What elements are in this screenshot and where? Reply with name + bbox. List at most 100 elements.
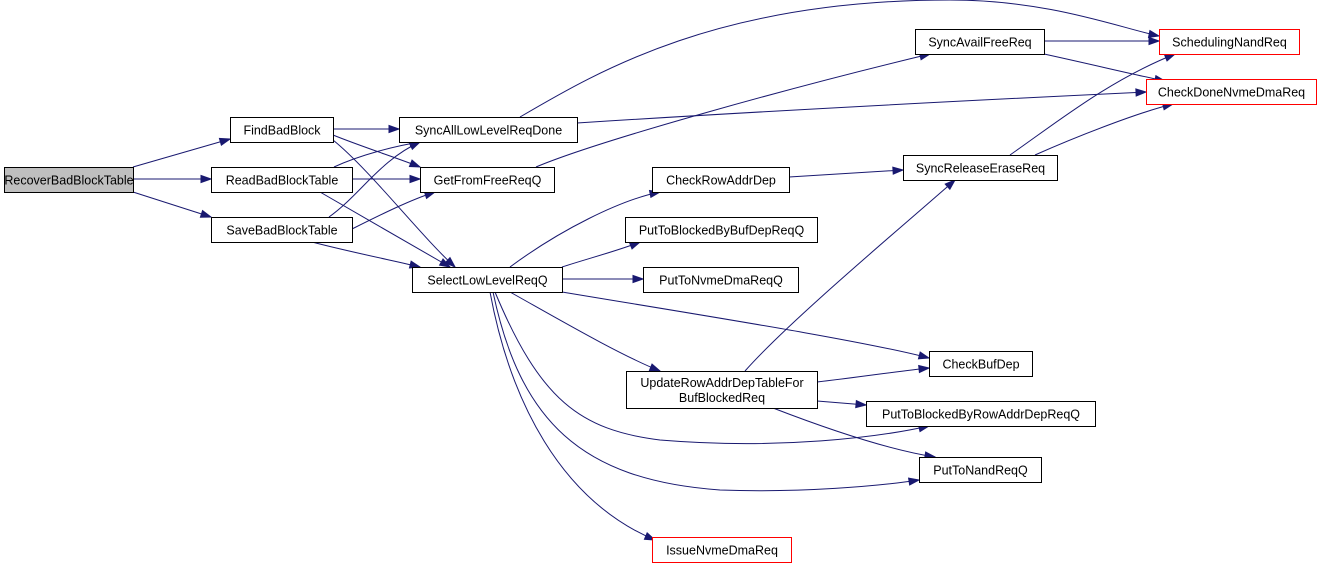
edge-selectlow-to-putnvme [562,274,645,284]
edge-line [328,141,421,218]
edge-arrowhead [1148,36,1161,46]
node-box[interactable] [420,167,555,193]
node-label: UpdateRowAddrDepTableFor [640,376,803,390]
edge-line [576,91,1147,124]
edge-savebad-to-getfree [351,191,437,230]
edge-selectlow-to-updaterow [509,291,662,372]
node-label: PutToNvmeDmaReqQ [659,274,783,288]
node-scheduling[interactable]: SchedulingNandReq [1159,29,1300,55]
node-box[interactable] [903,155,1058,181]
node-label: PutToBlockedByBufDepReqQ [639,224,805,238]
node-box[interactable] [626,371,818,409]
node-box[interactable] [1159,29,1300,55]
edge-line [311,241,421,268]
node-box[interactable] [919,457,1042,483]
node-putrowaddr[interactable]: PutToBlockedByRowAddrDepReqQ [866,401,1096,427]
node-label: PutToBlockedByRowAddrDepReqQ [882,408,1080,422]
edge-line [492,291,920,492]
edge-arrowhead [408,159,422,168]
node-box[interactable] [399,117,578,143]
node-checkbuf[interactable]: CheckBufDep [929,351,1033,377]
node-label: GetFromFreeReqQ [434,174,542,188]
node-syncavail[interactable]: SyncAvailFreeReq [915,29,1045,55]
node-syncrelease[interactable]: SyncReleaseEraseReq [903,155,1058,181]
node-checkdone[interactable]: CheckDoneNvmeDmaReq [1146,79,1317,105]
edge-line [332,139,456,268]
node-readbad[interactable]: ReadBadBlockTable [211,167,353,193]
node-box[interactable] [866,401,1096,427]
edge-line [561,241,641,268]
node-box[interactable] [1146,79,1317,105]
edge-readbad-to-getfree [352,174,422,184]
node-putbuf[interactable]: PutToBlockedByBufDepReqQ [625,217,818,243]
edge-line [489,291,656,541]
edge-arrowhead [199,209,213,218]
edge-line [132,138,231,168]
node-checkrow[interactable]: CheckRowAddrDep [652,167,790,193]
edge-line [744,179,956,372]
edge-arrowhead [918,364,931,374]
edge-readbad-to-selectlow [319,191,452,268]
node-savebad[interactable]: SaveBadBlockTable [211,217,353,243]
node-label: PutToNandReqQ [933,464,1028,478]
edge-line [1034,103,1174,156]
node-box[interactable] [4,167,134,193]
node-box[interactable] [652,537,792,563]
node-findbad[interactable]: FindBadBlock [230,117,334,143]
edge-updaterow-to-syncrelease [744,178,957,372]
node-box[interactable] [230,117,334,143]
edge-line [494,291,930,445]
node-selectlow[interactable]: SelectLowLevelReqQ [412,267,563,293]
node-label: BufBlockedReq [679,391,765,405]
edge-arrowhead [438,258,452,268]
node-box[interactable] [929,351,1033,377]
edge-arrowhead [218,137,232,146]
edge-recover-to-readbad [133,174,213,184]
node-putnand[interactable]: PutToNandReqQ [919,457,1042,483]
node-label: CheckBufDep [942,358,1019,372]
node-issuenvme[interactable]: IssueNvmeDmaReq [652,537,792,563]
edge-line [535,53,931,168]
edge-arrowhead [408,141,422,151]
node-label: SelectLowLevelReqQ [427,274,547,288]
edge-line [319,191,451,268]
edge-syncrelease-to-checkdone [1034,102,1175,156]
edge-line [333,141,421,168]
node-recover[interactable]: RecoverBadBlockTable [4,167,134,193]
edge-recover-to-savebad [132,191,213,218]
edge-arrowhead [1163,53,1177,62]
node-box[interactable] [643,267,799,293]
edge-arrowhead [628,241,642,250]
edge-updaterow-to-checkbuf [816,364,931,383]
edge-arrowhead [1135,88,1148,97]
node-box[interactable] [412,267,563,293]
edge-arrowhead [409,174,422,184]
node-box[interactable] [652,167,790,193]
node-label: ReadBadBlockTable [226,174,339,188]
edge-arrowhead [632,274,645,284]
edge-findbad-to-getfree [332,134,422,168]
edge-arrowhead [917,351,931,360]
node-box[interactable] [625,217,818,243]
edge-updaterow-to-putrowaddr [816,399,868,409]
node-box[interactable] [211,217,353,243]
edge-arrowhead [200,174,213,184]
node-box[interactable] [211,167,353,193]
node-putnvme[interactable]: PutToNvmeDmaReqQ [643,267,799,293]
edge-arrowhead [388,124,401,134]
edge-line [351,191,436,230]
edge-line [509,191,661,268]
edge-line [816,367,930,383]
edge-syncavail-to-checkdone [1043,53,1167,84]
edge-line [772,407,936,458]
edge-arrowhead [907,477,921,486]
node-getfree[interactable]: GetFromFreeReqQ [420,167,555,193]
node-syncall[interactable]: SyncAllLowLevelReqDone [399,117,578,143]
edge-findbad-to-syncall [333,124,401,134]
edge-recover-to-findbad [132,137,232,168]
edge-checkrow-to-syncrelease [788,166,905,178]
node-box[interactable] [915,29,1045,55]
edge-arrowhead [444,256,457,269]
